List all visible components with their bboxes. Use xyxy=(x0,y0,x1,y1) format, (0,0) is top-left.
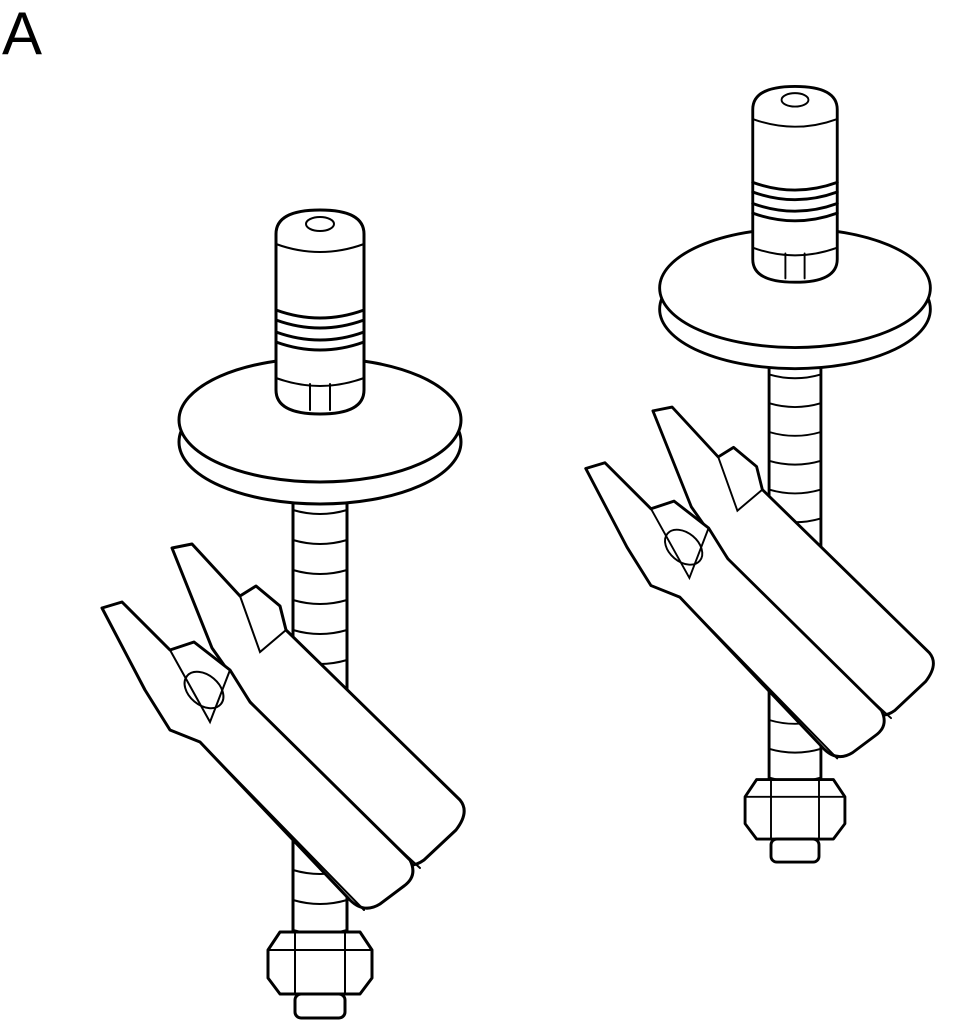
panel-label: A xyxy=(2,0,43,67)
bolt-assembly-right xyxy=(584,84,935,864)
bolt-assembly-left xyxy=(100,208,466,1020)
